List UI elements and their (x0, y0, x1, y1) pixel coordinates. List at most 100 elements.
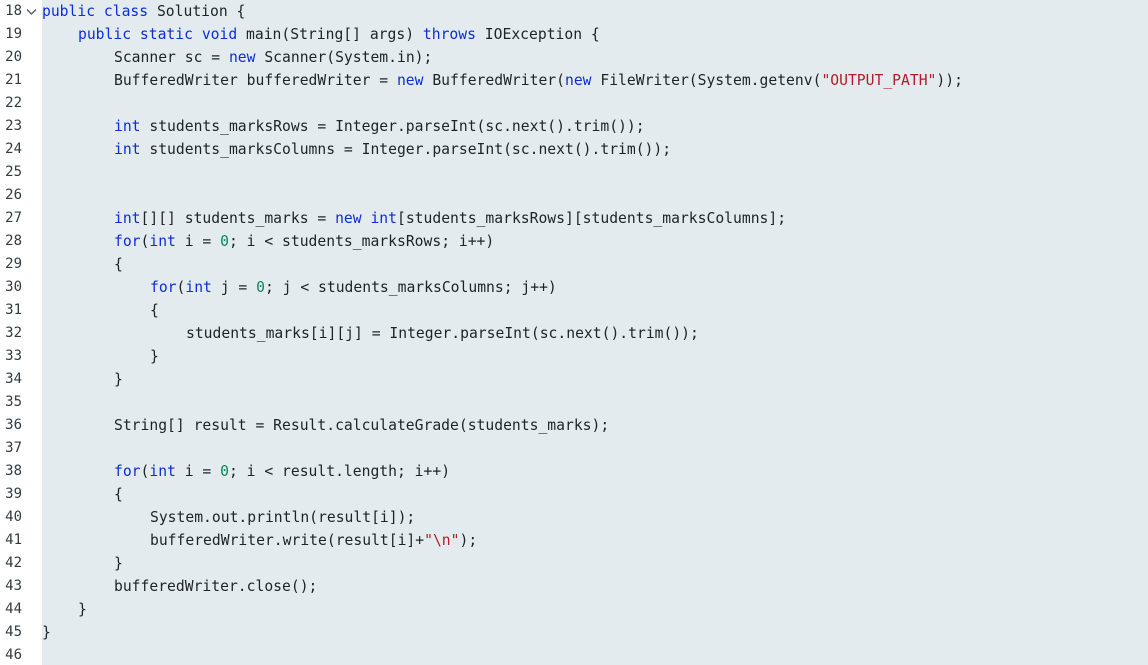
line-number: 23 (5, 118, 22, 134)
string-token: "\n" (424, 532, 460, 549)
code-line[interactable]: { (150, 299, 159, 322)
code-token: bufferedWriter.close(); (114, 578, 318, 595)
code-token: j = (211, 279, 257, 296)
keyword-token: int (149, 233, 176, 250)
keyword-token: new (564, 72, 592, 89)
code-token: ( (176, 279, 186, 296)
line-number: 43 (5, 578, 22, 594)
code-line[interactable]: } (150, 345, 159, 368)
code-token: } (114, 555, 123, 572)
line-number: 39 (5, 486, 22, 502)
code-token: } (78, 601, 87, 618)
string-token: "OUTPUT_PATH" (821, 72, 937, 89)
keyword-token: new (396, 72, 424, 89)
line-number: 19 (5, 26, 22, 42)
code-token: Scanner sc = (114, 49, 229, 66)
code-line[interactable]: int[][] students_marks = new int[student… (114, 207, 786, 230)
line-number: 34 (5, 371, 22, 387)
keyword-token: int (114, 118, 141, 135)
keyword-token: int (185, 279, 212, 296)
code-token: { (114, 256, 123, 273)
keyword-token: throws (422, 26, 476, 43)
line-number: 41 (5, 532, 22, 548)
code-line[interactable]: } (114, 552, 123, 575)
line-number: 26 (5, 187, 22, 203)
line-number: 38 (5, 463, 22, 479)
number-token: 0 (256, 279, 265, 296)
code-line[interactable]: for(int i = 0; i < students_marksRows; i… (114, 230, 494, 253)
keyword-token: public (78, 26, 132, 43)
code-token: IOException { (475, 26, 600, 43)
keyword-token: int (114, 210, 141, 227)
code-line[interactable]: int students_marksColumns = Integer.pars… (114, 138, 671, 161)
code-token: ( (140, 463, 150, 480)
code-area[interactable]: public class Solution {public static voi… (42, 0, 1148, 665)
line-number: 45 (5, 624, 22, 640)
keyword-token: class (103, 3, 149, 20)
code-token: BufferedWriter bufferedWriter = (114, 72, 397, 89)
code-token: ; i < result.length; i++) (228, 463, 451, 480)
code-token: ; i < students_marksRows; i++) (228, 233, 495, 250)
code-token: ( (140, 233, 150, 250)
number-token: 0 (220, 233, 229, 250)
code-line[interactable]: } (42, 621, 51, 644)
code-line[interactable]: { (114, 253, 123, 276)
line-number: 20 (5, 49, 22, 65)
code-line[interactable]: bufferedWriter.write(result[i]+"\n"); (150, 529, 477, 552)
code-token (95, 3, 104, 20)
code-token: ); (459, 532, 478, 549)
line-number: 28 (5, 233, 22, 249)
code-line[interactable]: } (78, 598, 87, 621)
code-line[interactable]: public class Solution { (42, 0, 245, 23)
line-number: 40 (5, 509, 22, 525)
code-line[interactable]: students_marks[i][j] = Integer.parseInt(… (186, 322, 699, 345)
code-line[interactable]: String[] result = Result.calculateGrade(… (114, 414, 609, 437)
code-token: )); (936, 72, 963, 89)
line-number: 22 (5, 95, 22, 111)
keyword-token: for (114, 233, 141, 250)
code-token: students_marks[i][j] = Integer.parseInt(… (186, 325, 699, 342)
code-line[interactable]: } (114, 368, 123, 391)
code-token: [students_marksRows][students_marksColum… (396, 210, 787, 227)
code-token: Scanner(System.in); (255, 49, 433, 66)
keyword-token: int (149, 463, 176, 480)
code-line[interactable]: BufferedWriter bufferedWriter = new Buff… (114, 69, 963, 92)
code-line[interactable]: int students_marksRows = Integer.parseIn… (114, 115, 645, 138)
line-number: 36 (5, 417, 22, 433)
line-number: 29 (5, 256, 22, 272)
code-token: main(String[] args) (237, 26, 423, 43)
code-token: i = (175, 463, 221, 480)
code-token: } (114, 371, 123, 388)
line-number: 24 (5, 141, 22, 157)
code-line[interactable]: bufferedWriter.close(); (114, 575, 317, 598)
code-line[interactable]: for(int i = 0; i < result.length; i++) (114, 460, 450, 483)
code-token: } (150, 348, 159, 365)
code-token: FileWriter(System.getenv( (591, 72, 822, 89)
code-token: ; j < students_marksColumns; j++) (264, 279, 557, 296)
code-token: String[] result = Result.calculateGrade(… (114, 417, 610, 434)
number-token: 0 (220, 463, 229, 480)
line-number: 30 (5, 279, 22, 295)
line-number: 35 (5, 394, 22, 410)
code-token: { (150, 302, 159, 319)
keyword-token: static (139, 26, 193, 43)
line-number: 33 (5, 348, 22, 364)
line-number: 42 (5, 555, 22, 571)
code-token: [][] students_marks = (140, 210, 336, 227)
keyword-token: int (370, 210, 397, 227)
chevron-down-icon[interactable] (25, 0, 37, 23)
line-number: 44 (5, 601, 22, 617)
code-line[interactable]: for(int j = 0; j < students_marksColumns… (150, 276, 557, 299)
code-token: BufferedWriter( (423, 72, 565, 89)
code-token: } (42, 624, 51, 641)
code-line[interactable]: Scanner sc = new Scanner(System.in); (114, 46, 432, 69)
code-line[interactable]: System.out.println(result[i]); (150, 506, 415, 529)
code-line[interactable]: { (114, 483, 123, 506)
keyword-token: new (228, 49, 256, 66)
code-token: i = (175, 233, 221, 250)
line-number: 46 (5, 647, 22, 663)
code-line[interactable]: public static void main(String[] args) t… (78, 23, 600, 46)
code-token: students_marksColumns = Integer.parseInt… (140, 141, 672, 158)
